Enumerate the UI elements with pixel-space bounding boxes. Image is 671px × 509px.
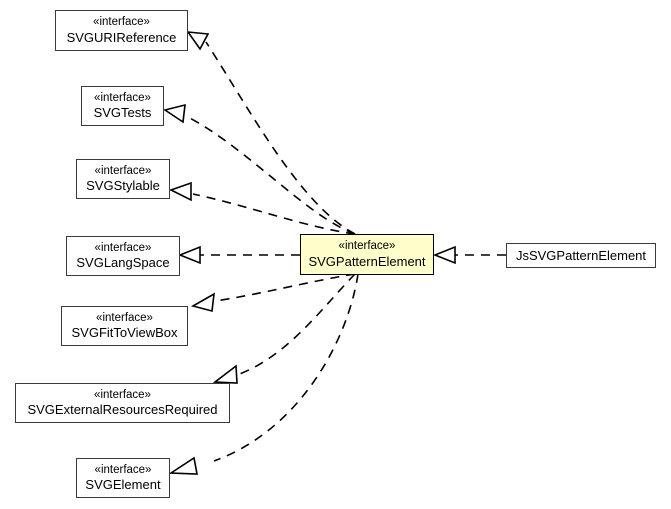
class-name: SVGStylable [86, 178, 160, 194]
class-name: SVGExternalResourcesRequired [27, 402, 218, 418]
class-name: SVGFitToViewBox [71, 325, 178, 341]
class-box-svglangspace[interactable]: «interface» SVGLangSpace [66, 236, 180, 276]
class-box-svgexternalresourcesrequired[interactable]: «interface» SVGExternalResourcesRequired [15, 383, 230, 423]
class-name: SVGURIReference [66, 29, 177, 45]
class-name: SVGLangSpace [76, 255, 170, 271]
class-name: SVGTests [93, 105, 152, 121]
stereotype-label: «interface» [93, 16, 150, 29]
stereotype-label: «interface» [94, 91, 151, 104]
stereotype-label: «interface» [96, 311, 153, 324]
edge-to-svgfittoviewbox [190, 273, 356, 313]
stereotype-label: «interface» [94, 388, 151, 401]
class-box-svgurireference[interactable]: «interface» SVGURIReference [55, 10, 188, 51]
edge-to-svglangspace [177, 245, 300, 265]
stereotype-label: «interface» [94, 241, 152, 254]
class-box-svgpatternelement[interactable]: «interface» SVGPatternElement [300, 234, 434, 275]
edge-to-svgelement [168, 273, 359, 475]
class-name: SVGPatternElement [308, 253, 426, 269]
edge-jssvgpatternelement-to-svgpatternelement [432, 245, 506, 265]
class-box-svgelement[interactable]: «interface» SVGElement [76, 458, 170, 498]
class-name: SVGElement [85, 477, 161, 493]
stereotype-label: «interface» [94, 463, 152, 476]
class-box-svgfittoviewbox[interactable]: «interface» SVGFitToViewBox [61, 306, 188, 346]
edge-to-svgurireference [186, 31, 356, 235]
class-box-jssvgpatternelement[interactable]: JsSVGPatternElement [506, 243, 656, 268]
edge-to-svgstylable [168, 181, 356, 235]
stereotype-label: «interface» [94, 164, 152, 177]
edge-to-svgexternalresourcesrequired [212, 273, 356, 384]
class-box-svgstylable[interactable]: «interface» SVGStylable [76, 159, 170, 199]
stereotype-label: «interface» [338, 240, 396, 253]
edge-to-svgtests [163, 103, 356, 235]
class-box-svgtests[interactable]: «interface» SVGTests [81, 86, 164, 126]
class-name: JsSVGPatternElement [515, 247, 647, 263]
